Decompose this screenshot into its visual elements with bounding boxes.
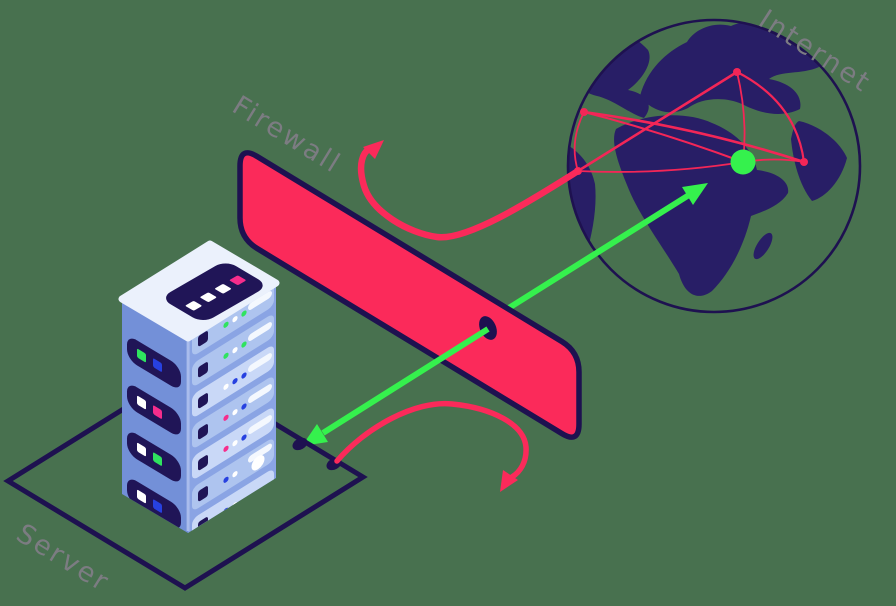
connection-node-dot-left bbox=[292, 437, 308, 451]
server-corner-edge bbox=[186, 338, 190, 531]
server-top-panel bbox=[166, 263, 263, 320]
internet-hub-green-dot bbox=[730, 149, 756, 175]
server-rack bbox=[118, 240, 280, 533]
globe-outline bbox=[566, 18, 862, 314]
allowed-traffic-arrow-lower bbox=[302, 326, 490, 446]
blocked-traffic-arrow-top bbox=[357, 140, 582, 241]
server-side-panels bbox=[127, 338, 181, 529]
allowed-traffic-arrow-upper bbox=[502, 183, 708, 314]
globe-network-lines bbox=[573, 70, 806, 173]
blocked-traffic-arrow-bottom bbox=[334, 400, 529, 492]
